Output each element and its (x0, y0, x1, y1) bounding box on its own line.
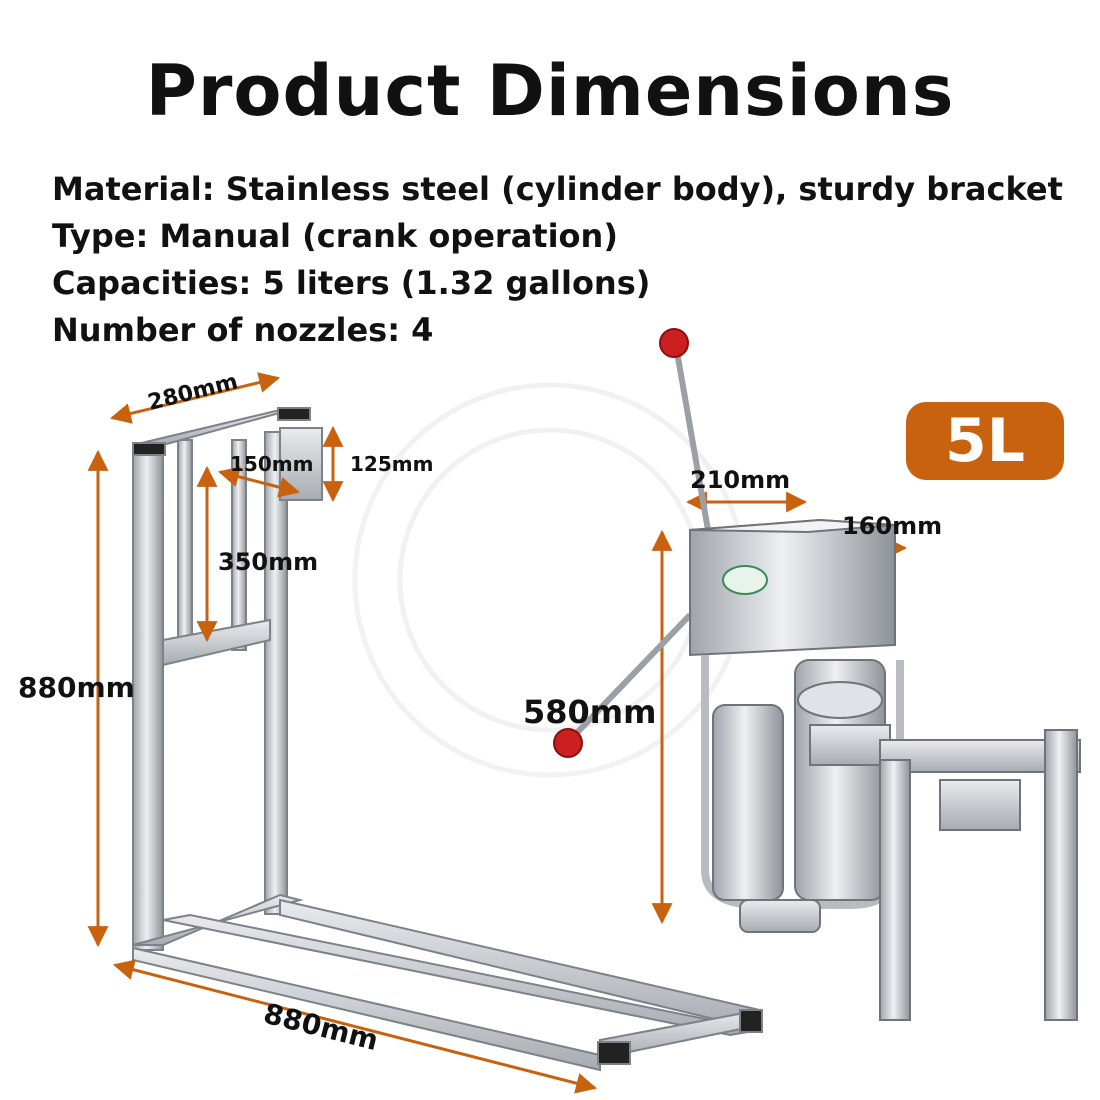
label-inner-height: 350mm (218, 548, 318, 576)
label-cylinder-width: 210mm (690, 466, 790, 494)
label-cylinder-depth: 160mm (842, 512, 942, 540)
spec-list: Material: Stainless steel (cylinder body… (52, 166, 1063, 354)
label-arm-width: 150mm (230, 452, 313, 476)
capacity-badge: 5L (906, 402, 1064, 480)
churro-machine (553, 328, 1081, 1021)
page-title: Product Dimensions (145, 50, 955, 132)
stand-frame (132, 407, 763, 1072)
spec-material: Material: Stainless steel (cylinder body… (52, 170, 1063, 208)
spec-type: Type: Manual (crank operation) (52, 217, 618, 255)
label-frame-depth: 280mm (145, 369, 240, 415)
label-frame-height: 880mm (18, 671, 135, 704)
spec-capacity: Capacities: 5 liters (1.32 gallons) (52, 264, 651, 302)
crank-knob (553, 728, 583, 758)
spec-nozzles: Number of nozzles: 4 (52, 311, 434, 349)
label-arm-height: 125mm (350, 452, 433, 476)
lever-knob (659, 328, 689, 358)
label-machine-height: 580mm (523, 693, 656, 731)
